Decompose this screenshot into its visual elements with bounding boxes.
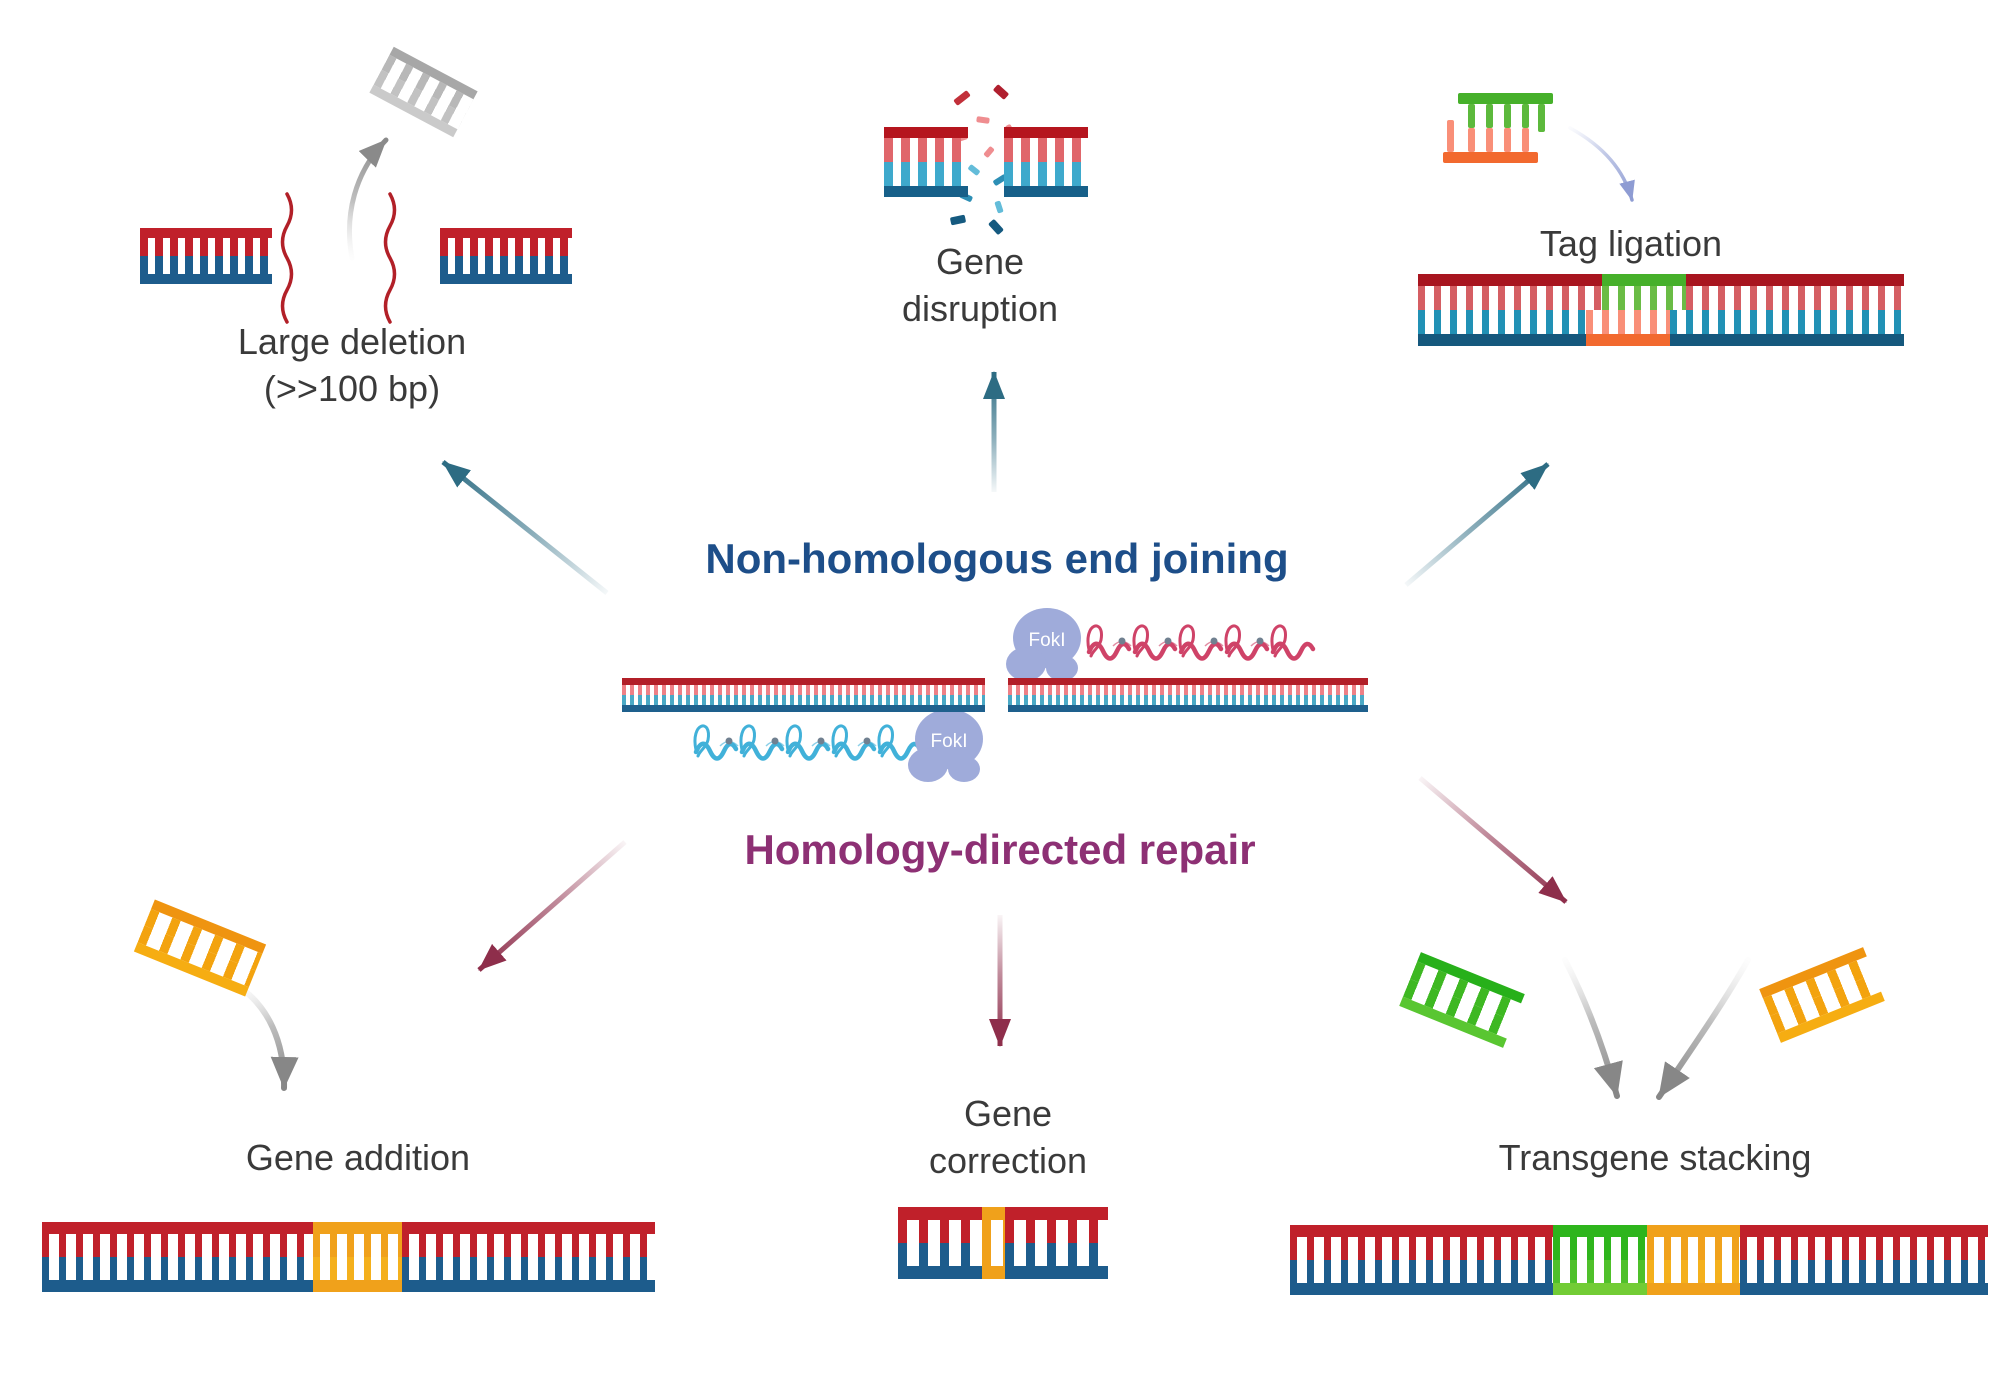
label-gene-addition: Gene addition bbox=[245, 1137, 471, 1178]
label-gene-correction-line1: Gene bbox=[963, 1093, 1053, 1134]
transgene-donor-orange bbox=[1759, 947, 1885, 1043]
large-deletion-dna-right bbox=[440, 228, 572, 284]
tag-fragment-rung-upper bbox=[1486, 104, 1493, 128]
label-gene-disruption-line2: disruption bbox=[901, 288, 1059, 329]
label-gene-correction: Gene correction bbox=[929, 1090, 1087, 1184]
tag-fragment-rung-lower bbox=[1486, 128, 1493, 152]
tag-fragment-top-strand bbox=[1458, 93, 1553, 104]
nhej-target-dna-right bbox=[1008, 678, 1368, 712]
label-gene-correction-line2: correction bbox=[928, 1140, 1088, 1181]
gene-disruption-dna-left bbox=[884, 127, 968, 197]
gene-addition-donor bbox=[133, 899, 267, 997]
tag-fragment-rung-lower bbox=[1468, 128, 1475, 152]
transgene-donor-green bbox=[1399, 952, 1525, 1048]
gene-addition-dna bbox=[42, 1222, 655, 1292]
tag-fragment-rung-lower bbox=[1504, 128, 1511, 152]
gene-correction-dna bbox=[898, 1207, 1108, 1279]
gene-disruption-dna-right bbox=[1004, 127, 1088, 197]
tag-fragment-rung-upper bbox=[1468, 104, 1475, 128]
tag-fragment-bottom-strand bbox=[1443, 152, 1538, 163]
label-gene-disruption: Gene disruption bbox=[902, 238, 1058, 332]
transgene-stacking-dna bbox=[1290, 1225, 1988, 1295]
tag-fragment-rung-lower bbox=[1522, 128, 1529, 152]
tag-fragment-overhang-right bbox=[1538, 104, 1545, 132]
tag-fragment-overhang-left bbox=[1447, 120, 1454, 152]
tag-fragment-rung-upper bbox=[1522, 104, 1529, 128]
nhej-target-dna-left bbox=[622, 678, 985, 712]
title-non-homologous-end-joining: Non-homologous end joining bbox=[705, 535, 1289, 582]
label-large-deletion-line1: Large deletion bbox=[237, 321, 467, 362]
tag-fragment-rung-upper bbox=[1504, 104, 1511, 128]
label-large-deletion: Large deletion (>>100 bp) bbox=[238, 318, 466, 412]
large-deletion-dna-left bbox=[140, 228, 272, 284]
tag-ligation-dna bbox=[1418, 274, 1904, 346]
deleted-fragment-gray bbox=[369, 46, 478, 138]
label-tag-ligation: Tag ligation bbox=[1539, 223, 1723, 264]
label-large-deletion-line2: (>>100 bp) bbox=[263, 368, 441, 409]
label-transgene-stacking: Transgene stacking bbox=[1498, 1137, 1812, 1178]
title-homology-directed-repair: Homology-directed repair bbox=[744, 826, 1256, 873]
label-gene-disruption-line1: Gene bbox=[935, 241, 1025, 282]
